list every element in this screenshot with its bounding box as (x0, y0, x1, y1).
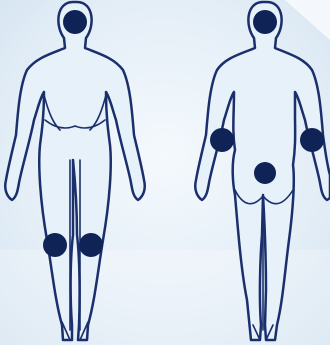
front-body-outline (5, 2, 145, 340)
back-right-elbow-marker (300, 128, 324, 152)
front-view-figure (0, 0, 165, 345)
back-lower-back-marker (254, 162, 276, 184)
back-view-figure (165, 0, 330, 345)
front-head-marker (63, 10, 87, 34)
back-left-elbow-marker (210, 128, 234, 152)
back-head-marker (253, 10, 277, 34)
front-right-knee-marker (79, 233, 103, 257)
front-left-knee-marker (43, 233, 67, 257)
